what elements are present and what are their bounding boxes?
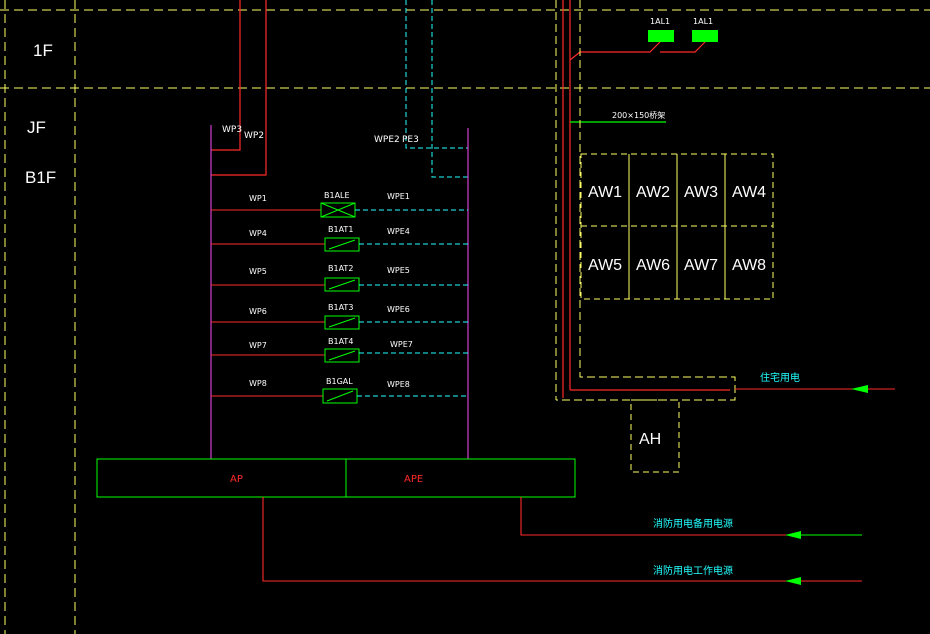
riser-label-wpe2: WPE2 — [374, 135, 400, 145]
circuit-box-label: B1AT4 — [328, 337, 353, 346]
distribution-box-symbol — [324, 348, 360, 363]
circuit-box-label: B1ALE — [324, 191, 350, 200]
room-label-aw3: AW3 — [684, 184, 718, 201]
floor-label-1f: 1F — [33, 41, 53, 60]
feeder-label-fire-work: 消防用电工作电源 — [653, 564, 733, 577]
panel-label-ape: APE — [404, 474, 423, 485]
arrow-left-icon — [785, 577, 801, 585]
room-label-aw8: AW8 — [732, 257, 766, 274]
riser-label-wp3: WP3 — [222, 125, 242, 135]
room-label-ah: AH — [639, 431, 661, 448]
room-label-aw2: AW2 — [636, 184, 670, 201]
circuit-row-3: WP5 B1AT2 WPE5 — [211, 264, 468, 292]
feeder-residential: 住宅用电 — [735, 371, 895, 393]
feeder-label-fire-backup: 消防用电备用电源 — [653, 517, 733, 530]
room-label-aw4: AW4 — [732, 184, 766, 201]
circuit-wpe-label: WPE1 — [387, 192, 410, 201]
circuit-box-label: B1GAL — [326, 377, 353, 386]
circuit-wp-label: WP7 — [249, 341, 267, 350]
arrow-left-icon — [785, 531, 801, 539]
room-label-aw6: AW6 — [636, 257, 670, 274]
distribution-box-1al1-b — [692, 30, 718, 42]
circuit-box-label: B1AT3 — [328, 303, 353, 312]
room-label-aw1: AW1 — [588, 184, 622, 201]
riser-label-pe3: PE3 — [402, 135, 419, 145]
floor-label-jf: JF — [27, 118, 46, 137]
riser-red-right — [562, 0, 730, 398]
room-label-aw5: AW5 — [588, 257, 622, 274]
circuit-row-4: WP6 B1AT3 WPE6 — [211, 303, 468, 330]
box-label-1al1-b: 1AL1 — [693, 17, 713, 26]
circuit-wp-label: WP8 — [249, 379, 267, 388]
circuit-wpe-label: WPE7 — [390, 340, 413, 349]
floor-label-b1f: B1F — [25, 168, 56, 187]
circuit-wpe-label: WPE8 — [387, 380, 410, 389]
circuit-wpe-label: WPE5 — [387, 266, 410, 275]
circuit-row-1: WP1 B1ALE WPE1 — [211, 191, 468, 218]
panel-ap-ape: AP APE — [96, 458, 576, 498]
circuit-wpe-label: WPE6 — [387, 305, 410, 314]
circuit-wp-label: WP1 — [249, 194, 267, 203]
circuit-wp-label: WP6 — [249, 307, 267, 316]
room-box-ah — [630, 399, 680, 473]
riser-red-top — [211, 0, 267, 176]
room-label-aw7: AW7 — [684, 257, 718, 274]
circuit-wp-label: WP4 — [249, 229, 267, 238]
feeder-fire-work: 消防用电工作电源 — [262, 497, 862, 585]
circuit-row-5: WP7 B1AT4 WPE7 — [211, 337, 468, 363]
arrow-left-icon — [851, 385, 868, 393]
feeder-label-residential: 住宅用电 — [760, 371, 800, 384]
circuit-box-label: B1AT2 — [328, 264, 353, 273]
feeder-fire-backup: 消防用电备用电源 — [520, 497, 862, 539]
circuit-wp-label: WP5 — [249, 267, 267, 276]
box-label-1al1-a: 1AL1 — [650, 17, 670, 26]
circuit-box-label: B1AT1 — [328, 225, 353, 234]
distribution-box-1al1-a — [648, 30, 674, 42]
riser-cyan-top — [405, 0, 468, 178]
circuit-wpe-label: WPE4 — [387, 227, 410, 236]
circuit-row-6: WP8 B1GAL WPE8 — [211, 377, 468, 404]
tray-label: 200×150桥架 — [612, 110, 665, 120]
riser-label-wp2: WP2 — [244, 131, 264, 141]
room-grid-aw — [580, 153, 774, 300]
panel-label-ap: AP — [230, 474, 243, 485]
circuit-row-2: WP4 B1AT1 WPE4 — [211, 225, 468, 252]
